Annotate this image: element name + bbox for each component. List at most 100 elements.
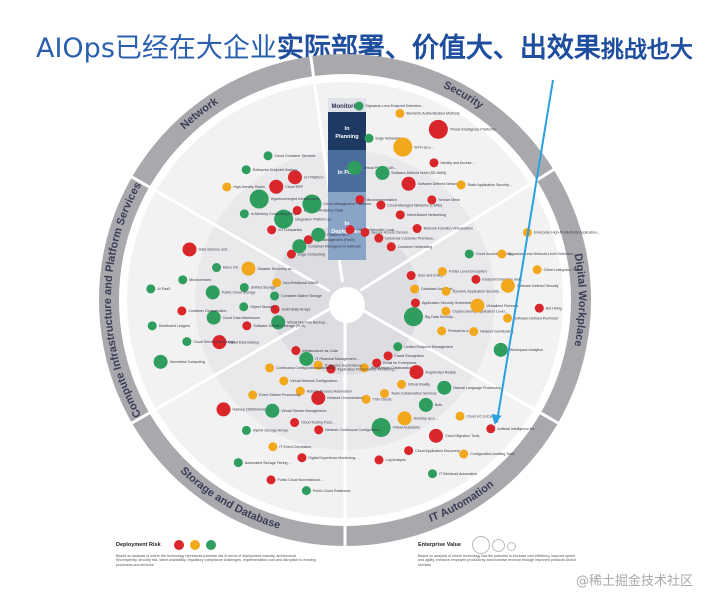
technology-dot: [212, 263, 222, 273]
technology-label: Database Audit and…: [421, 287, 456, 291]
technology-dot: [248, 390, 258, 400]
technology-label: Secure Access Service…: [371, 231, 412, 235]
technology-label: Cloud Migration Tools: [445, 434, 480, 438]
technology-label: Virtual Network Configuration…: [290, 379, 341, 383]
legend-risk-dot-low: [206, 540, 216, 550]
technology-dot: [267, 225, 277, 235]
technology-dot: [532, 265, 542, 275]
headline-part1: AIOps已经在大企业: [36, 33, 277, 64]
technology-dot: [469, 327, 479, 337]
legend-deployment-risk: Deployment Risk Based on analysis of whe…: [116, 540, 316, 567]
technology-dot: [147, 321, 157, 331]
technology-label: Augmented Reality: [425, 370, 456, 374]
technology-label: Cloud Data Warehouse: [223, 316, 260, 320]
wheel-hub: [329, 287, 365, 323]
technology-label: Software Defined Networking: [418, 182, 465, 186]
technology-label: Cloud UC (UCaaS): [467, 414, 498, 418]
technology-label: Container-Native Storage: [281, 294, 322, 298]
technology-dot: [374, 455, 384, 465]
monitoring-label: Monitoring: [332, 104, 363, 110]
technology-dot: [268, 442, 278, 452]
technology-label: Public Cloud Storage: [222, 291, 256, 295]
phase-label: Planning: [335, 134, 358, 140]
technology-dot: [437, 380, 452, 395]
technology-label: Cloud Data Backup: [228, 340, 259, 344]
technology-label: Citizen Integrator Tools: [544, 268, 581, 272]
technology-dot: [364, 133, 374, 143]
technology-label: Universal Customer Premises…: [385, 236, 437, 240]
technology-label: Folder Level Encryption: [449, 270, 487, 274]
technology-label: Hyperconverged Infrastructure: [271, 197, 320, 201]
technology-dot: [361, 394, 371, 404]
technology-label: Virtual eXtensible Local…: [357, 228, 398, 232]
technology-dot: [534, 303, 544, 313]
technology-dot: [396, 379, 406, 389]
technology-dot: [263, 151, 273, 161]
technology-label: IT Workload Automation: [439, 472, 477, 476]
technology-label: Network Function Virtualization: [424, 227, 473, 231]
technology-label: Digital Experience Monitoring…: [308, 456, 359, 460]
technology-label: Signature-Less Network-Level Detection…: [508, 252, 576, 256]
technology-dot: [290, 418, 300, 428]
technology-label: Edge Networking: [375, 136, 402, 140]
technology-dot: [360, 227, 370, 237]
technology-dot: [292, 205, 302, 215]
technology-dot: [470, 298, 485, 313]
technology-dot: [393, 342, 403, 352]
technology-label: Cloud Testing Tools…: [301, 421, 336, 425]
legend-value-ring-small: [507, 542, 516, 551]
technology-label: Endpoint Detection and…: [482, 278, 523, 282]
legend-value-title: Enterprise Value: [418, 542, 462, 548]
technology-dot: [206, 310, 221, 325]
technology-dot: [376, 200, 386, 210]
technology-dot: [455, 411, 465, 421]
technology-label: Biometric Authentication Methods: [406, 112, 460, 116]
technology-dot: [265, 403, 280, 418]
technology-dot: [239, 209, 249, 219]
technology-dot: [222, 182, 232, 192]
technology-label: Hadoop Distributions: [232, 408, 266, 412]
technology-dot: [241, 165, 251, 175]
technology-label: Integration Platform as…: [295, 217, 335, 221]
technology-label: Firewall as a…: [448, 329, 472, 333]
technology-dot: [497, 249, 507, 259]
technology-dot: [205, 285, 220, 300]
technology-dot: [271, 315, 286, 330]
technology-label: Continuous Configuration Automation…: [276, 366, 340, 370]
phase-band: [328, 112, 366, 150]
legend-value-ring-large: [472, 536, 490, 554]
technology-label: Virtual Reality: [408, 383, 430, 387]
technology-dot: [429, 158, 439, 168]
technology-dot: [410, 284, 420, 294]
technology-dot: [326, 364, 336, 374]
technology-label: Identity and Access…: [440, 161, 475, 165]
technology-dot: [303, 235, 313, 245]
technology-dot: [286, 249, 296, 259]
technology-label: Email for Enterprises: [383, 361, 417, 365]
technology-dot: [239, 302, 249, 312]
technology-dot: [347, 160, 362, 175]
technology-dot: [292, 239, 307, 254]
technology-dot: [428, 428, 443, 443]
technology-dot: [241, 425, 251, 435]
technology-label: Application Performance Monitoring…: [337, 367, 398, 371]
technology-label: Unified Storage: [251, 286, 276, 290]
phase-label: In: [345, 221, 351, 227]
technology-label: Log Analysis: [385, 458, 405, 462]
technology-label: Container Management Software: [308, 244, 361, 248]
legend-risk-dot-medium: [190, 540, 200, 550]
technology-label: Cloud ERP: [285, 185, 303, 189]
technology-dot: [301, 486, 311, 496]
phase-label: In: [345, 126, 351, 132]
technology-dot: [153, 354, 168, 369]
technology-dot: [314, 425, 324, 435]
technology-dot: [233, 458, 243, 468]
technology-dot: [265, 363, 275, 373]
technology-label: Cloud Application Discovery: [415, 449, 460, 453]
technology-dot: [395, 108, 405, 118]
segment-label: Digital Workplace: [572, 253, 589, 348]
technology-dot: [459, 449, 469, 459]
technology-label: Software-Defined Perimeter: [514, 316, 559, 320]
technology-label: Microservices: [189, 278, 211, 282]
